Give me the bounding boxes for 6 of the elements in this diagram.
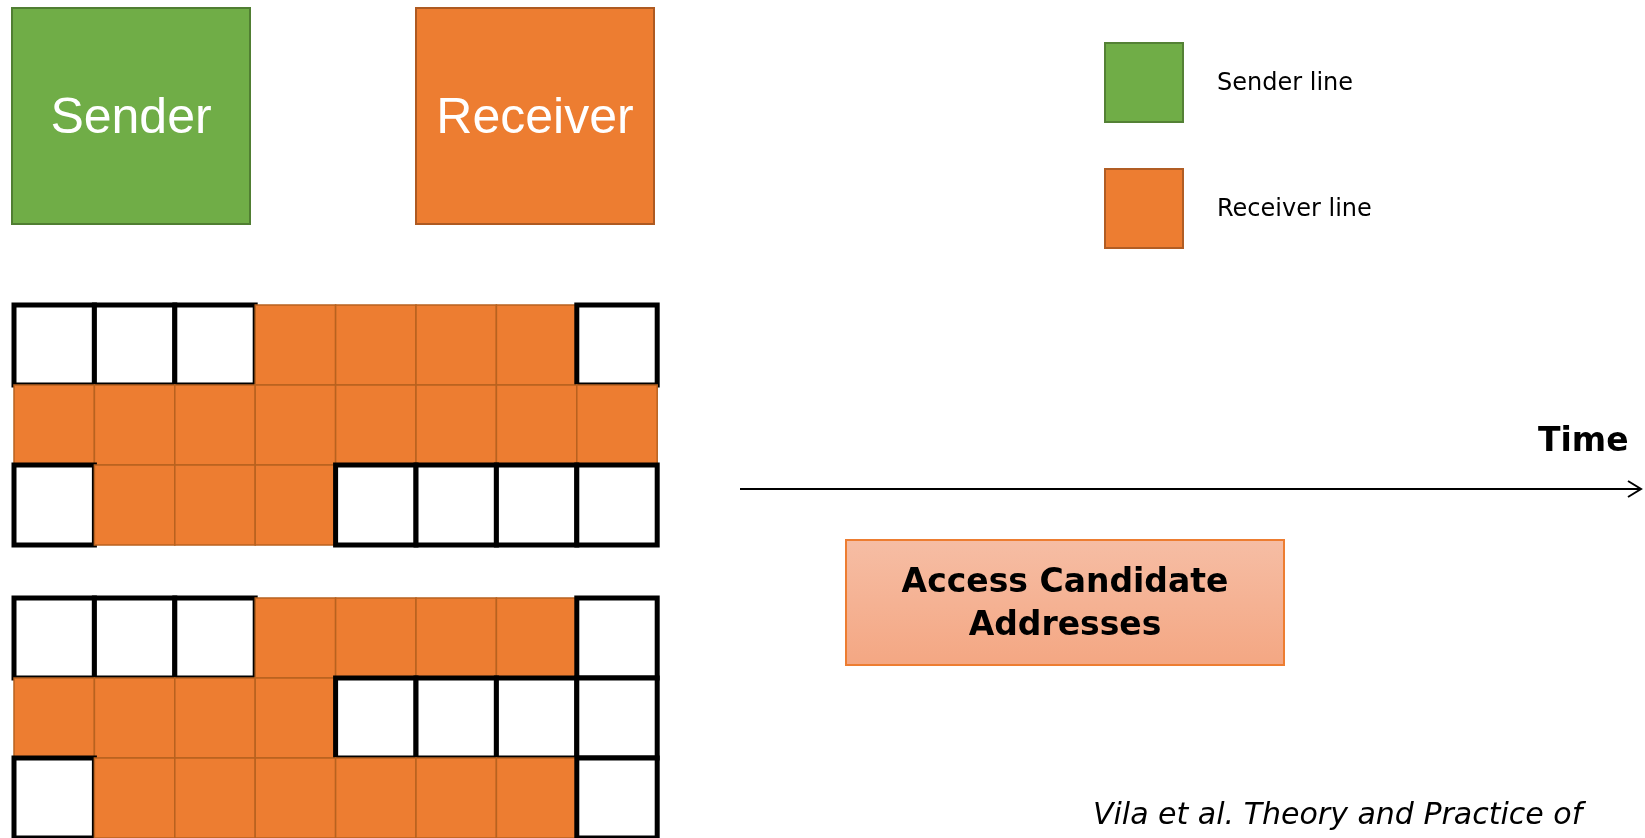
legend-label: Sender line <box>1217 68 1354 96</box>
legend-label: Receiver line <box>1217 194 1372 222</box>
sender-box: Sender <box>11 7 251 225</box>
process-box: Access Candidate Addresses <box>845 539 1285 666</box>
axis-label: Time <box>1538 420 1629 459</box>
receiver-box: Receiver <box>415 7 655 225</box>
